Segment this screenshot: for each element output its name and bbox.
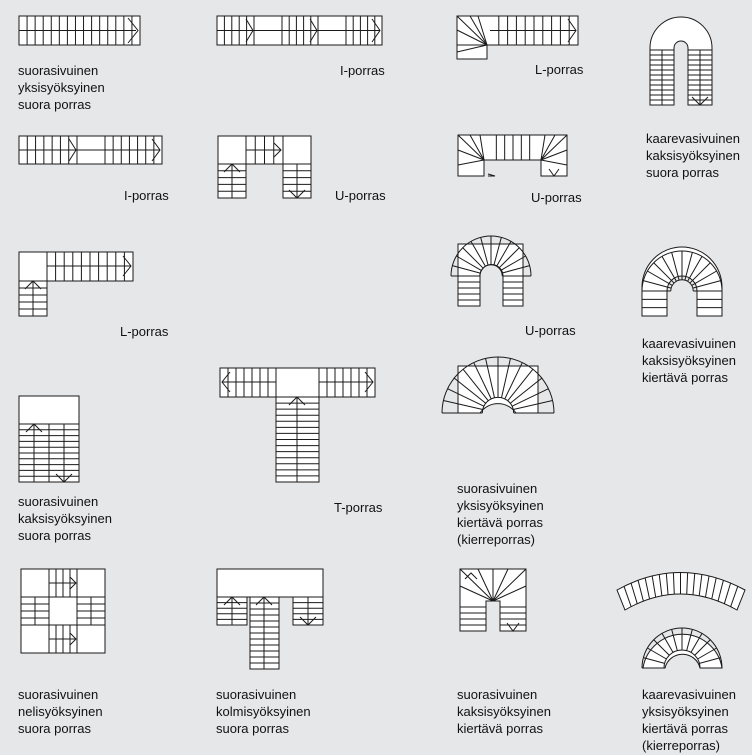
plan-curved-spiral xyxy=(616,572,746,669)
plan-t-stair xyxy=(219,367,376,483)
label-u-stair: U-porras xyxy=(335,188,386,203)
label-straight-two-flight: suorasivuinen kaksisyöksyinen suora porr… xyxy=(18,494,112,543)
plan-curved-two-flight xyxy=(649,16,713,106)
plan-straight-four-flight xyxy=(20,568,106,654)
plan-curved-two-flight-winding xyxy=(641,246,723,317)
label-u-stair-2: U-porras xyxy=(531,190,582,205)
label-i-stair-2: I-porras xyxy=(124,188,169,203)
label-curved-spiral: kaarevasivuinen yksisyöksyinen kiertävä … xyxy=(642,687,736,753)
plan-u-stair xyxy=(217,135,312,199)
plan-spiral-straight-sided xyxy=(441,356,555,414)
label-straight-four-flight: suorasivuinen nelisyöksyinen suora porra… xyxy=(18,687,103,736)
label-i-stair: I-porras xyxy=(340,63,385,78)
plan-l-stair-winding xyxy=(456,15,579,60)
label-straight-three-flight: suorasivuinen kolmisyöksyinen suora porr… xyxy=(216,687,311,736)
plan-two-flight-winding xyxy=(459,568,527,632)
label-l-stair: L-porras xyxy=(535,62,584,77)
label-t-stair: T-porras xyxy=(334,500,383,515)
plan-straight-two-flight xyxy=(18,395,80,483)
label-straight-two-flight-winding: suorasivuinen kaksisyöksyinen kiertävä p… xyxy=(457,687,551,736)
label-u-stair-3: U-porras xyxy=(525,323,576,338)
plan-straight-single-flight xyxy=(18,15,141,46)
plan-u-stair-radial xyxy=(450,235,532,307)
plan-i-stair xyxy=(216,15,383,46)
plan-i-stair-2 xyxy=(18,135,163,165)
label-straight-one-flight: suorasivuinen yksisyöksyinen suora porra… xyxy=(18,63,105,112)
label-spiral-straight-sided: suorasivuinen yksisyöksyinen kiertävä po… xyxy=(457,481,544,547)
label-l-stair-2: L-porras xyxy=(120,324,169,339)
label-curved-two-flight-straight: kaarevasivuinen kaksisyöksyinen suora po… xyxy=(646,131,740,180)
label-curved-two-flight-winding: kaarevasivuinen kaksisyöksyinen kiertävä… xyxy=(642,336,736,385)
plan-u-stair-winding xyxy=(457,134,568,177)
plan-straight-three-flight xyxy=(216,568,324,670)
plan-l-stair-2 xyxy=(18,251,134,317)
